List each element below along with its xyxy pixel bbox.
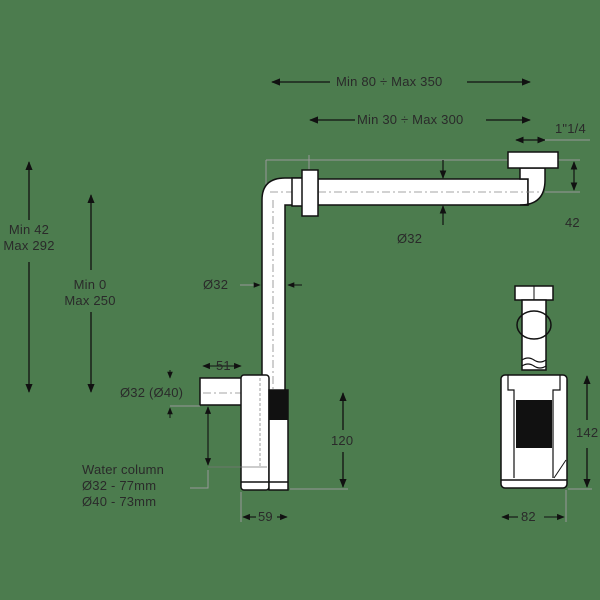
side-height-dimension [290, 392, 348, 490]
side-width-dimension [240, 492, 288, 522]
horizontal-pipe [261, 151, 559, 396]
label-left-outer-max: Max 292 [3, 238, 55, 253]
label-water-column: Water column Ø32 - 77mm Ø40 - 73mm [82, 462, 164, 510]
label-water-column-32: Ø32 - 77mm [82, 478, 157, 493]
label-front-width: 82 [521, 509, 536, 524]
label-vertical-diameter: Ø32 [203, 277, 229, 292]
label-water-column-title: Water column [82, 462, 165, 477]
label-front-height: 142 [576, 425, 599, 440]
label-side-width: 59 [258, 509, 273, 524]
label-left-inner: Min 0 Max 250 [58, 277, 122, 309]
label-offset-height: 42 [565, 215, 580, 230]
label-outlet-width: 51 [216, 358, 231, 373]
label-outlet-diameter: Ø32 (Ø40) [120, 385, 184, 400]
label-left-outer: Min 42 Max 292 [0, 222, 58, 254]
trap-body-side [199, 374, 289, 491]
trap-body-front [500, 285, 568, 489]
label-top-range-inner: Min 30 ÷ Max 300 [357, 112, 464, 127]
label-left-inner-max: Max 250 [64, 293, 116, 308]
label-horizontal-diameter: Ø32 [397, 231, 423, 246]
label-thread-size: 1"1/4 [555, 121, 586, 136]
label-top-range-outer: Min 80 ÷ Max 350 [336, 74, 443, 89]
label-water-column-40: Ø40 - 73mm [82, 494, 157, 509]
label-side-height: 120 [331, 433, 354, 448]
front-height-dimension [568, 375, 592, 490]
pipe-nut [291, 169, 319, 217]
front-width-dimension [501, 490, 567, 522]
label-left-inner-min: Min 0 [73, 277, 107, 292]
label-left-outer-min: Min 42 [8, 222, 50, 237]
